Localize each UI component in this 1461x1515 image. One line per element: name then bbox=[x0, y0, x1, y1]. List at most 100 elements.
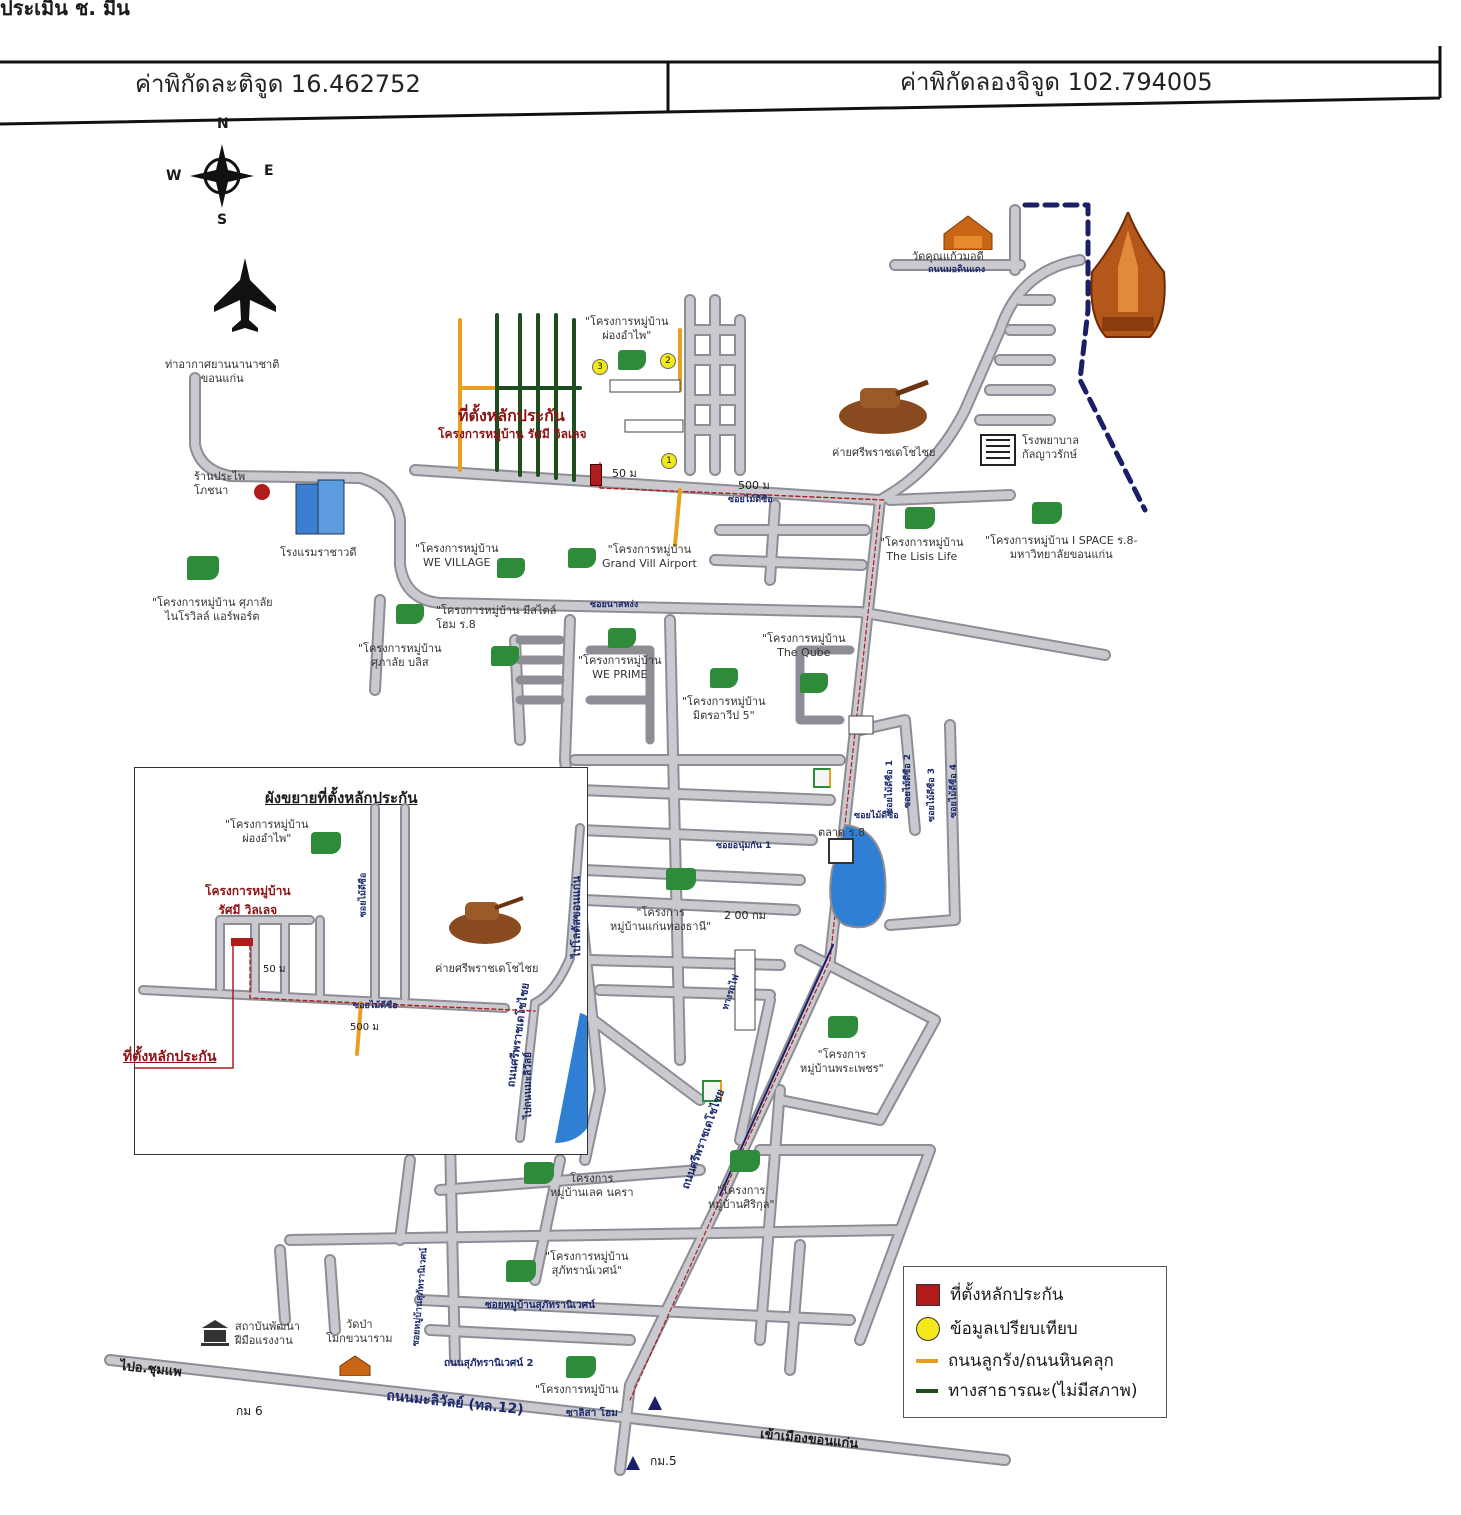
dist-500-label: 500 ม bbox=[738, 479, 770, 492]
soi-main-label: ซอยไม้ดีซือ bbox=[728, 495, 773, 505]
legend-comparable-label: ข้อมูลเปรียบเทียบ bbox=[950, 1319, 1078, 1339]
tank-icon bbox=[839, 379, 929, 434]
inset-site-marker bbox=[231, 938, 253, 946]
army-camp-label: ค่ายศรีพราชเดโชไชย bbox=[832, 446, 936, 459]
comparable-marker-2: 2 bbox=[660, 353, 676, 369]
comparable-marker-3: 3 bbox=[592, 359, 608, 375]
inset-to-malivan-label: ไปถนนมะลิวัลย์ bbox=[522, 1052, 534, 1119]
wat-south-label: วัดป่า โมกขวนาราม bbox=[326, 1318, 393, 1345]
house-icon bbox=[187, 556, 219, 580]
legend-row-laterite: ถนนลูกรัง/ถนนหินคลุก bbox=[916, 1347, 1114, 1374]
sirikul-label: "โครงการ หมู่บ้านศิริกุล" bbox=[708, 1184, 775, 1211]
road-north-label: ถนนมอดินแดง bbox=[928, 265, 986, 275]
ispace-label: "โครงการหมู่บ้าน I SPACE ร.8- มหาวิทยาลั… bbox=[985, 534, 1138, 561]
main-site-sub-label: โครงการหมู่บ้าน รัศมี วิลเลจ bbox=[438, 427, 587, 441]
house-icon bbox=[608, 628, 636, 648]
house-icon bbox=[311, 832, 341, 854]
compass-icon bbox=[190, 144, 254, 208]
dist-200-label: 2 00 กม bbox=[724, 909, 766, 922]
weprime-label: "โครงการหมู่บ้าน WE PRIME bbox=[578, 654, 662, 681]
inset-dist50-label: 50 ม bbox=[263, 964, 286, 975]
soi-md-label: ซอยไม้ดีซือ bbox=[854, 811, 899, 821]
supalai-label: "โครงการหมู่บ้าน ศุภาลัย ไนโรวิลล์ แอร์พ… bbox=[152, 596, 273, 623]
house-icon bbox=[800, 673, 828, 693]
treesup-label: "โครงการ หมู่บ้านพระเพชร" bbox=[800, 1048, 884, 1075]
house-icon bbox=[730, 1150, 760, 1172]
house-icon bbox=[1032, 502, 1062, 524]
house-icon bbox=[524, 1162, 554, 1184]
tank-icon bbox=[449, 896, 524, 944]
main-site-label: ที่ตั้งหลักประกัน bbox=[458, 406, 565, 425]
compass-north: N bbox=[217, 116, 229, 132]
legend-row-public: ทางสาธารณะ(ไม่มีสภาพ) bbox=[916, 1377, 1138, 1404]
dist-50-label: 50 ม bbox=[612, 467, 637, 480]
map-legend: ที่ตั้งหลักประกัน ข้อมูลเปรียบเทียบ ถนนล… bbox=[903, 1266, 1167, 1418]
legend-public-swatch bbox=[916, 1388, 938, 1393]
market-label: ตลาด ร.8 bbox=[818, 826, 866, 839]
suphaphattha-label: "โครงการหมู่บ้าน สุภัทราน์เวศน์" bbox=[545, 1250, 629, 1277]
convenience-store-icon bbox=[702, 1080, 722, 1102]
soi-a2-label: ซอยไม้ดีซือ 2 bbox=[903, 754, 913, 808]
comparable-number-1: 1 bbox=[666, 456, 672, 466]
legend-row-comparable: ข้อมูลเปรียบเทียบ bbox=[916, 1315, 1078, 1342]
km5-label: กม.5 bbox=[650, 1454, 677, 1468]
road-supa2-label: ถนนสุภัทรานิเวศน์ 2 bbox=[444, 1358, 534, 1369]
phong-amphai-label: "โครงการหมู่บ้าน ผ่องอำไพ" bbox=[585, 315, 669, 342]
lisis-label: "โครงการหมู่บ้าน The Lisis Life bbox=[880, 536, 964, 563]
wat-north-label: วัดคุณแก้วมอดี bbox=[912, 250, 984, 263]
grandvill-label: "โครงการหมู่บ้าน Grand Vill Airport bbox=[602, 543, 697, 570]
house-icon bbox=[506, 1260, 536, 1282]
house-icon bbox=[905, 507, 935, 529]
charoen-label: ซาลิสา โฮม bbox=[566, 1408, 618, 1419]
hospital-icon bbox=[980, 434, 1016, 466]
comparable-number-2: 2 bbox=[665, 356, 671, 366]
inset-soi-v-label: ซอยไม้ดีซือ bbox=[358, 872, 369, 918]
clipped-header-text: ประเมิน ช. มีน bbox=[0, 0, 130, 20]
landmark-triangle-icon bbox=[648, 1396, 662, 1410]
institute-icon bbox=[201, 1320, 229, 1346]
soi-a1-label: ซอยไม้ดีซือ 1 bbox=[885, 760, 895, 814]
latitude-label: ค่าพิกัดละติจูด 16.462752 bbox=[135, 70, 421, 98]
hotel-label: โรงแรมราชาวดี bbox=[280, 546, 357, 559]
legend-public-label: ทางสาธารณะ(ไม่มีสภาพ) bbox=[948, 1381, 1138, 1401]
soi-a3-label: ซอยไม้ดีซือ 3 bbox=[927, 768, 937, 822]
inset-map: ผังขยายที่ตั้งหลักประกัน "โครงการหมู่บ้า… bbox=[123, 767, 588, 1155]
inset-roads bbox=[135, 803, 587, 1143]
header-frame bbox=[0, 46, 1442, 126]
house-icon bbox=[828, 1016, 858, 1038]
legend-row-site: ที่ตั้งหลักประกัน bbox=[916, 1281, 1063, 1308]
house-icon bbox=[618, 350, 646, 370]
legend-laterite-label: ถนนลูกรัง/ถนนหินคลุก bbox=[948, 1351, 1114, 1371]
soi-a4-label: ซอยไม้ดีซือ 4 bbox=[949, 764, 959, 818]
soi-supa-label: ซอยหมู่บ้านสุภัทรานิเวศน์ bbox=[485, 1300, 595, 1311]
convenience-store-icon bbox=[813, 768, 831, 788]
qube-label: "โครงการหมู่บ้าน The Qube bbox=[762, 632, 846, 659]
restaurant-icon bbox=[254, 484, 270, 500]
km6-label: กม 6 bbox=[236, 1404, 263, 1418]
main-site-marker bbox=[590, 464, 602, 486]
institute-label: สถาบันพัฒนา ฝีมือแรงงาน bbox=[235, 1320, 300, 1347]
legend-laterite-swatch bbox=[916, 1358, 938, 1363]
inset-to-city-label: ไปโลตัสขอนแก่น bbox=[569, 876, 583, 958]
meestyle-label: "โครงการหมู่บ้าน มีสไตล์ โฮม ร.8 bbox=[436, 604, 557, 631]
compass-west: W bbox=[166, 168, 182, 184]
proj-last-label: "โครงการหมู่บ้าน bbox=[535, 1383, 619, 1396]
inset-phong-label: "โครงการหมู่บ้าน ผ่องอำไพ" bbox=[225, 818, 309, 845]
university-emblem-icon bbox=[1090, 212, 1166, 338]
lake-nakara-label: โครงการ หมู่บ้านเลค นครา bbox=[550, 1172, 634, 1199]
house-icon bbox=[710, 668, 738, 688]
landmark-triangle-icon bbox=[626, 1456, 640, 1470]
legend-site-swatch bbox=[916, 1283, 940, 1306]
thanarat-label: "โครงการ หมู่บ้านแก่นทองธานี" bbox=[610, 906, 712, 933]
inset-dist500-label: 500 ม bbox=[350, 1022, 379, 1033]
inset-soi-label: ซอยไม้ดีซือ bbox=[353, 1001, 398, 1011]
legend-comparable-swatch bbox=[916, 1316, 940, 1341]
hotel-icon bbox=[295, 479, 345, 535]
temple-icon bbox=[943, 215, 993, 250]
inset-rasmee-label: โครงการหมู่บ้าน รัศมี วิลเลจ bbox=[205, 884, 291, 917]
house-icon bbox=[491, 646, 519, 666]
compass-east: E bbox=[264, 163, 274, 179]
inset-site-label: ที่ตั้งหลักประกัน bbox=[123, 1049, 217, 1065]
soi-n-label: ซอยนาสหง่ง bbox=[590, 600, 639, 610]
